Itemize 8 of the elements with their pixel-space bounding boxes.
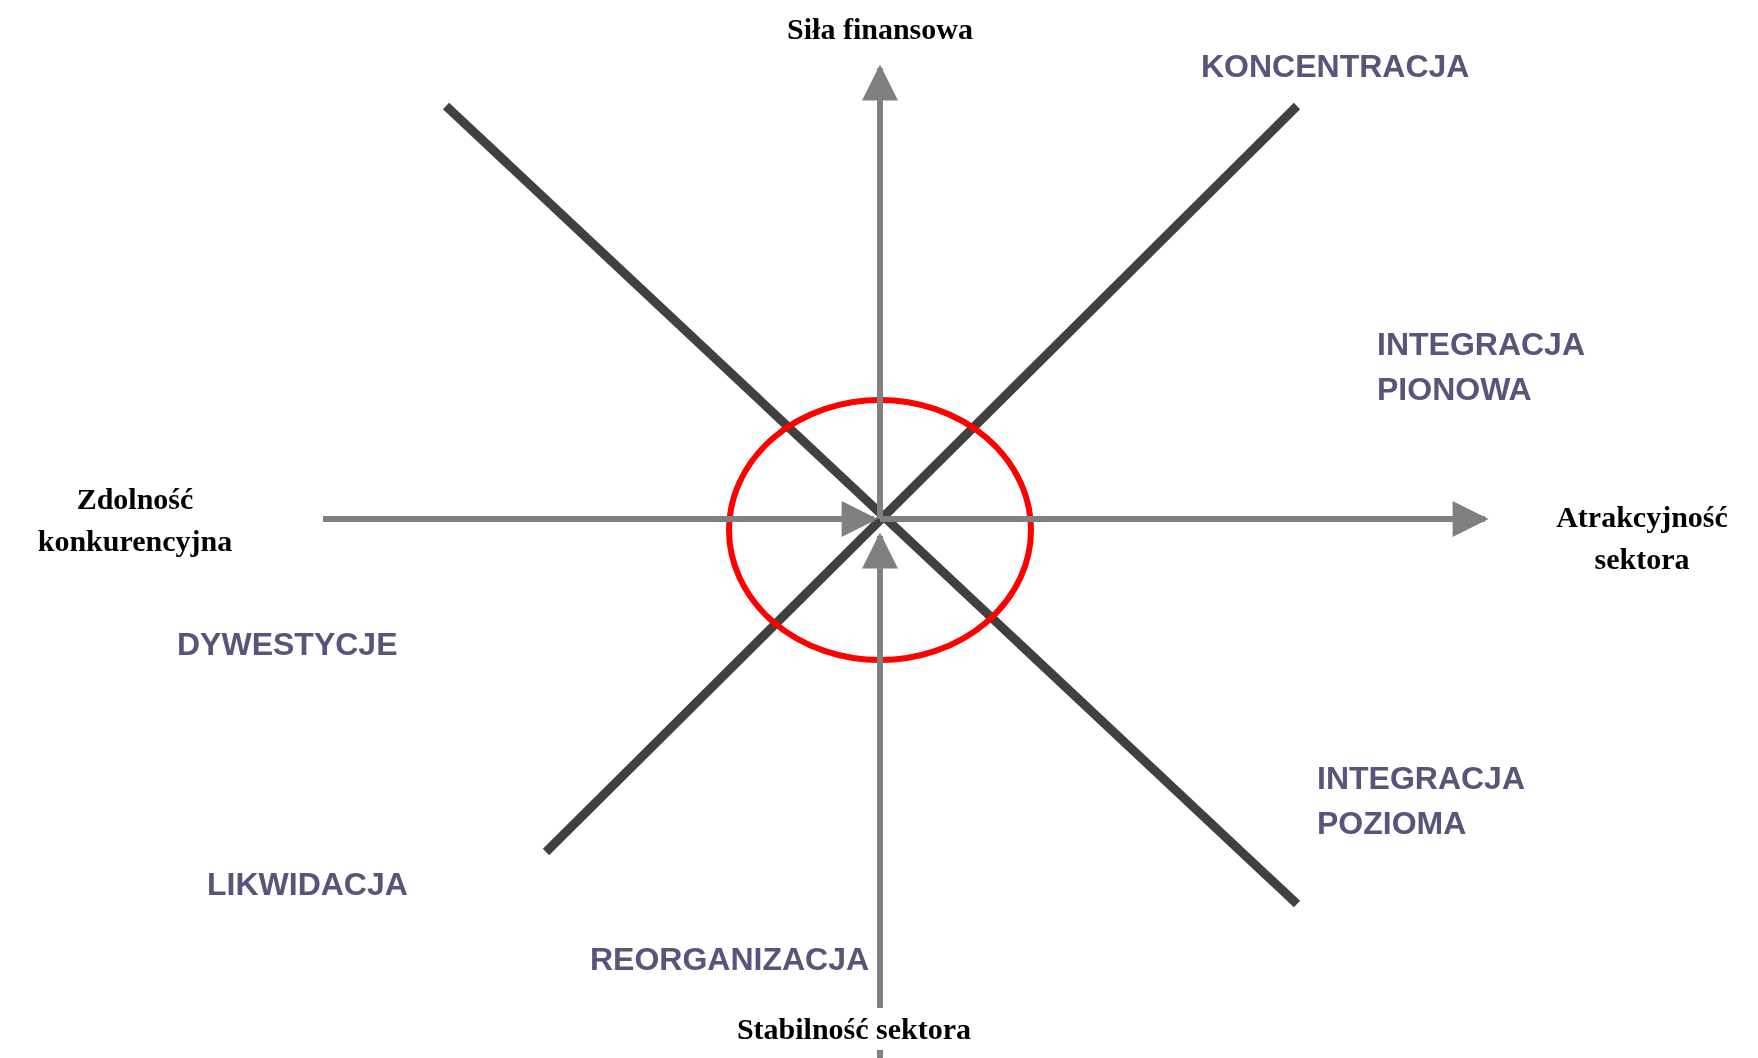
strategy-label: INTEGRACJA PIONOWA — [1377, 325, 1585, 409]
strategy-label: INTEGRACJA POZIOMA — [1317, 759, 1525, 843]
axis-label: Stabilność sektora — [736, 1008, 972, 1050]
strategy-label: DYWESTYCJE — [177, 625, 398, 664]
strategy-label: LIKWIDACJA — [207, 865, 408, 904]
strategy-label: KONCENTRACJA — [1201, 47, 1470, 86]
strategy-label: REORGANIZACJA — [590, 940, 870, 979]
ellipse — [726, 397, 1034, 663]
